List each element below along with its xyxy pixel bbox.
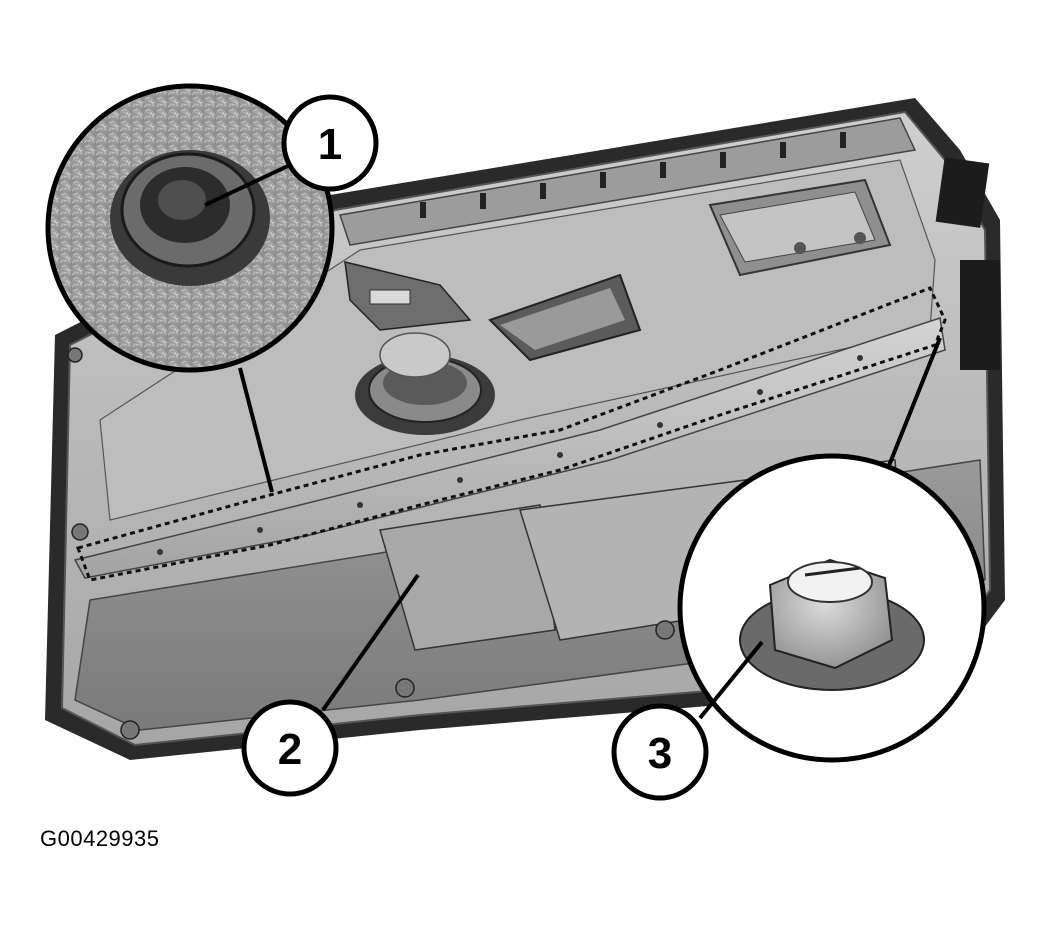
callout-3-number: 3 [648,729,672,778]
upper-ledge [339,117,917,246]
callout-1-leader [204,163,291,207]
callout-1-number: 1 [318,120,342,169]
armrest [379,504,556,651]
grommet [110,150,270,286]
magnifier-3-leader [886,337,942,469]
ledge-clips [420,132,846,218]
edge-clips [935,157,1000,370]
switch-housing [708,178,892,277]
figure-id: G00429935 [40,826,160,851]
callout-2: 2 [241,699,339,797]
callout-1: 1 [281,94,379,192]
clip-nut [739,558,925,691]
callout-2-number: 2 [278,725,302,774]
detail-magnifier-3 [677,337,987,763]
dotted-outline [76,286,947,582]
callout-3-leader [698,640,764,720]
reinforcement-beam [73,317,946,579]
magnifier-1-leader [238,367,274,493]
callout-3: 3 [611,703,709,801]
latch-mechanism [344,261,472,331]
detail-magnifier-1 [45,83,335,493]
callout-2-leader [321,573,420,712]
speaker [355,332,495,435]
